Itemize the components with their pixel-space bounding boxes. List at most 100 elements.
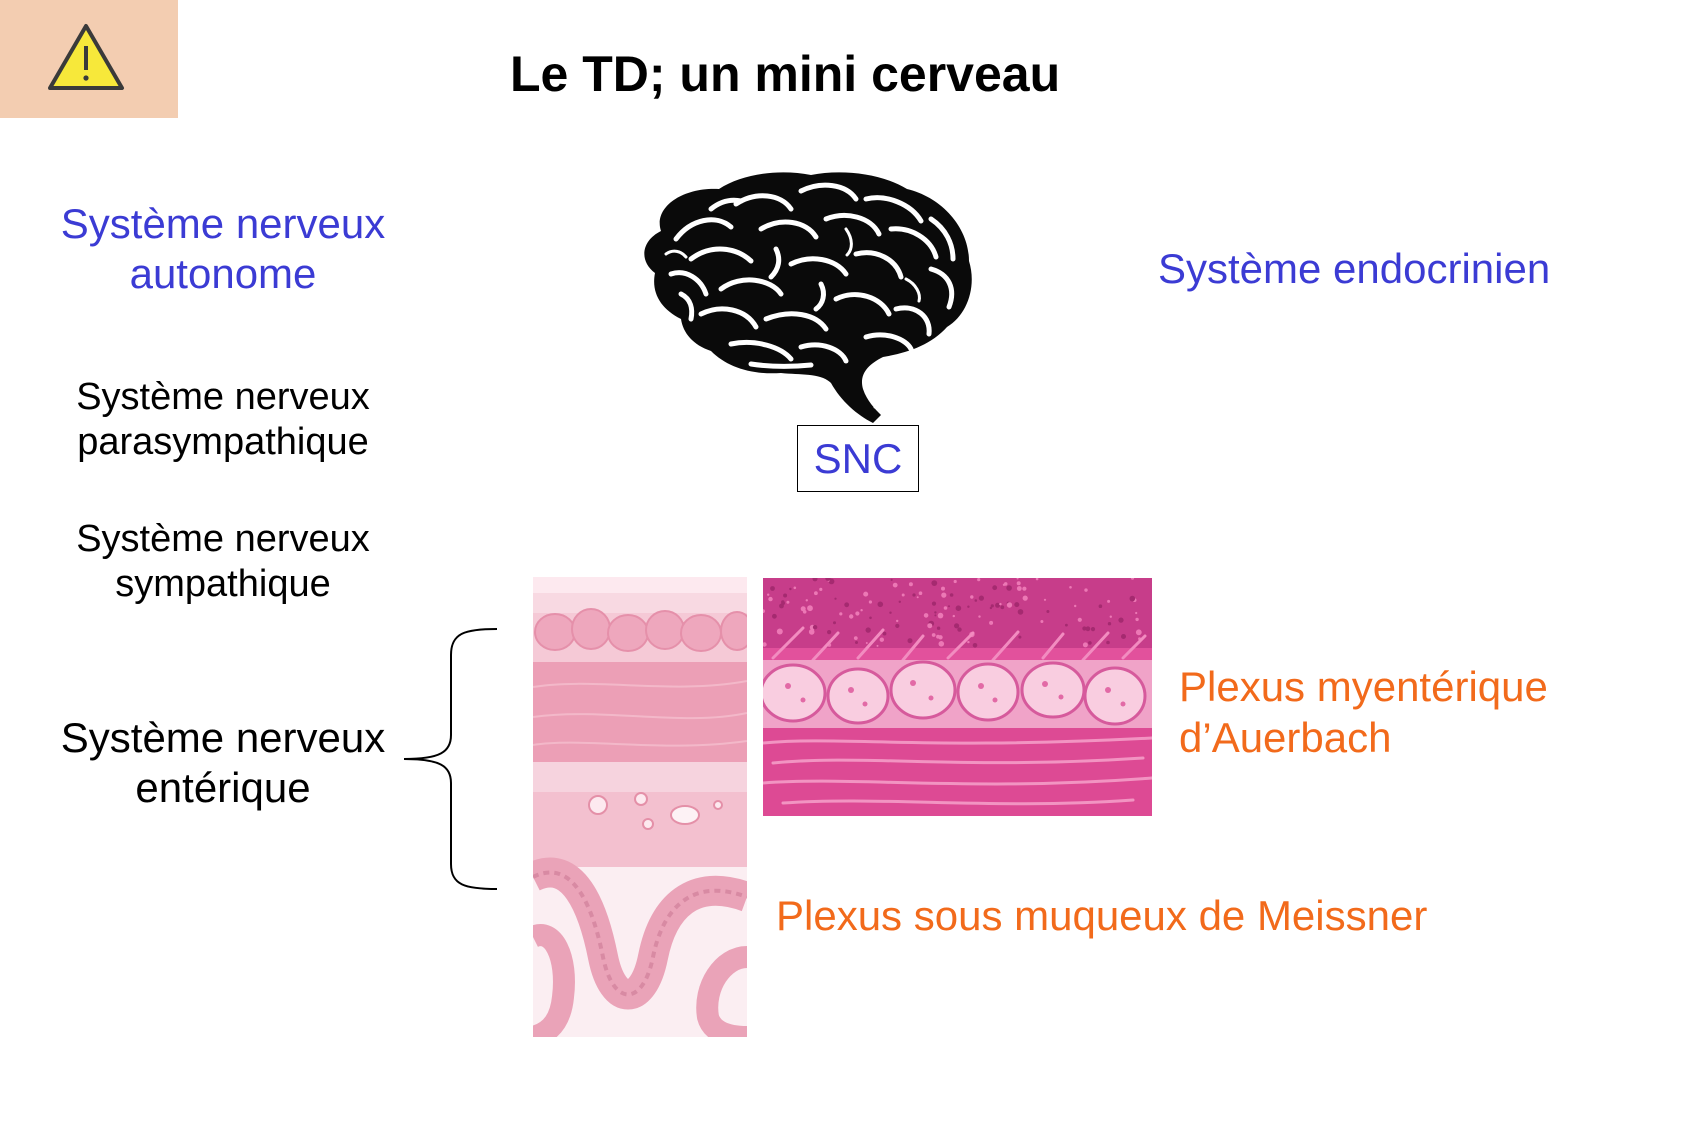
tissue-texture-dot [855,641,858,644]
tissue-texture-dot [948,605,950,608]
cns-label: SNC [813,434,903,482]
tissue-texture-dot [1074,604,1077,608]
tissue-texture-dot [970,595,974,599]
tissue-texture-dot [839,612,843,616]
tissue-texture-dot [853,636,858,640]
tissue-texture-dot [1065,623,1068,627]
tissue-texture-dot [1000,605,1005,610]
tissue-texture-dot [819,587,823,591]
tissue-texture-dot [992,585,998,591]
tissue-texture-dot [855,611,860,616]
tissue-texture-dot [783,593,788,598]
tissue-texture-dot [918,591,923,595]
tissue-texture-dot [941,592,947,598]
tissue-texture-dot [834,597,837,600]
tissue-texture-dot [869,616,872,620]
tissue-texture-dot [1018,635,1022,639]
tissue-texture-dot [943,606,948,610]
tissue-texture-dot [923,613,929,618]
label-submucosal-plexus: Plexus sous muqueux de Meissner [776,892,1428,939]
tissue-texture-dot [953,579,957,584]
tissue-texture-dot [1002,583,1006,586]
tissue-texture-dot [877,601,884,608]
tissue-texture-dot [999,602,1002,606]
tissue-texture-dot [972,643,978,648]
tissue-texture-dot [833,621,836,625]
tissue-texture-dot [807,605,813,612]
tissue-texture-dot [1107,622,1112,626]
tissue-texture-dot [955,605,962,611]
tissue-texture-dot [1082,626,1087,631]
label-line: Système nerveux [60,200,386,247]
tissue-texture-dot [931,633,936,637]
tissue-texture-dot [989,606,993,610]
tissue-texture-dot [1130,578,1135,580]
tissue-texture-dot [912,593,916,597]
tissue-texture-dot [805,599,808,602]
warning-icon [48,24,124,90]
tissue-texture-dot [978,595,984,601]
tissue-texture-dot [1109,615,1112,618]
label-autonomic-nervous-system: Système nerveux autonome [61,199,385,299]
tissue-texture-dot [934,611,937,614]
label-line: Système nerveux [76,376,370,418]
tissue-texture-dot [934,614,937,617]
tissue-texture-dot [1085,626,1091,632]
tissue-texture-dot [876,644,879,647]
tissue-texture-dot [770,586,775,591]
tissue-texture-dot [1084,588,1088,592]
tissue-texture-dot [1017,609,1024,615]
tissue-texture-dot [995,602,1001,608]
tissue-texture-dot [763,642,767,647]
tissue-texture-dot [898,600,901,603]
tissue-texture-dot [767,593,770,596]
curly-brace [403,628,498,890]
tissue-texture-dot [978,615,981,618]
cns-box: SNC [797,425,919,492]
tissue-texture-dot [812,625,818,630]
tissue-texture-dot [763,609,765,613]
tissue-texture-dot [1016,581,1021,586]
tissue-texture-dot [882,631,887,636]
label-endocrine-system: Système endocrinien [1158,245,1551,292]
tissue-texture-dot [1046,610,1050,613]
tissue-texture-dot [849,614,854,619]
tissue-texture-dot [1118,617,1124,623]
tissue-texture-dot [967,605,970,608]
label-line: Système nerveux [76,518,370,560]
tissue-texture-dot [1129,595,1136,602]
tissue-texture-dot [1107,599,1111,603]
tissue-texture-dot [937,612,944,619]
tissue-texture-dot [989,620,994,625]
tissue-texture-dot [916,596,919,599]
tissue-texture-dot [772,613,777,619]
tissue-texture-dot [889,611,892,614]
label-parasympathetic-nervous-system: Système nerveux parasympathique [76,375,370,465]
tissue-texture-dot [954,623,960,629]
tissue-texture-dot [1022,595,1028,601]
label-line: d’Auerbach [1179,714,1392,761]
tissue-texture-dot [967,640,970,644]
label-line: autonome [129,250,317,297]
tissue-texture-dot [949,593,954,597]
tissue-texture-dot [793,586,797,590]
tissue-texture-dot [892,582,898,588]
tissue-texture-dot [1022,586,1027,591]
tissue-texture-dot [825,578,831,581]
tissue-texture-dot [1006,585,1012,591]
tissue-texture-dot [974,599,978,602]
tissue-texture-dot [1016,578,1019,580]
tissue-texture-dot [827,630,832,635]
tissue-texture-dot [1090,627,1096,632]
tissue-texture-dot [990,604,994,608]
tissue-texture-dot [1106,640,1110,645]
tissue-texture-dot [1014,602,1020,608]
tissue-texture-dot [927,623,933,629]
slide-title: Le TD; un mini cerveau [510,46,1061,102]
tissue-texture-dot [781,600,785,604]
tissue-texture-dot [1043,598,1047,601]
histology-section-image [533,577,747,1037]
tissue-texture-dot [1069,586,1072,589]
tissue-texture-dot [938,641,945,647]
